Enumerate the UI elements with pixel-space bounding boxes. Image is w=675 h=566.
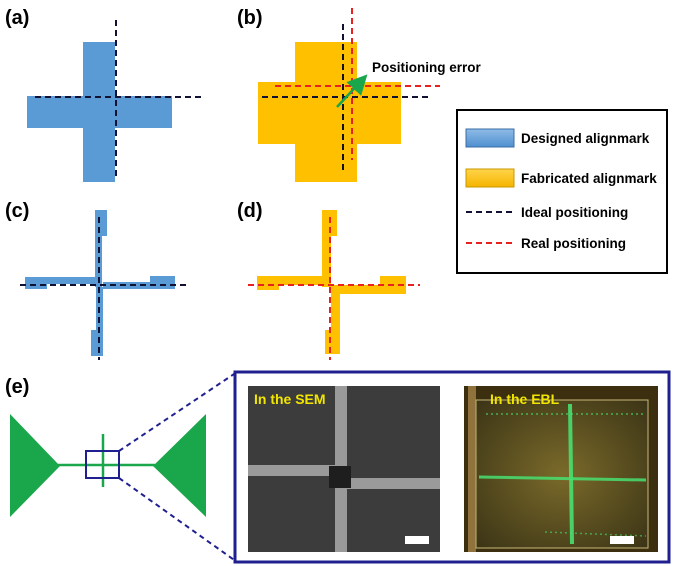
sem-scale-bar: [405, 536, 429, 544]
legend-label-designed: Designed alignmark: [521, 131, 650, 146]
ebl-image: In the EBL: [464, 386, 658, 552]
legend: Designed alignmark Fabricated alignmark …: [456, 109, 668, 274]
panel-c-label: (c): [5, 200, 29, 222]
sem-image: In the SEM: [248, 386, 440, 552]
panel-a-designed-cross: [27, 42, 172, 182]
ebl-label: In the EBL: [490, 391, 560, 407]
positioning-error-arrow: [336, 74, 368, 108]
panel-a-label: (a): [5, 7, 29, 29]
positioning-error-label: Positioning error: [372, 60, 482, 75]
zoom-line-bottom: [118, 477, 238, 563]
legend-label-ideal: Ideal positioning: [521, 205, 628, 220]
right-pad: [153, 414, 206, 517]
panel-a-ideal-lines: [35, 20, 204, 178]
panel-b-label: (b): [237, 7, 263, 29]
legend-label-real: Real positioning: [521, 236, 626, 251]
panel-e-label: (e): [5, 376, 29, 398]
sem-label: In the SEM: [254, 391, 326, 407]
panel-d-real-lines: [248, 217, 420, 360]
ebl-scale-bar: [610, 536, 634, 544]
panel-d-fabricated-cross: [257, 210, 406, 354]
zoom-box: [85, 450, 120, 479]
legend-swatch-designed: [465, 128, 515, 148]
panel-b-fabricated-cross: [258, 42, 401, 182]
legend-swatch-fabricated: [465, 168, 515, 188]
panel-c-ideal-lines: [20, 217, 187, 360]
left-pad: [10, 414, 60, 517]
zoom-line-top: [118, 371, 238, 452]
panel-d-label: (d): [237, 200, 263, 222]
panel-e-device: [10, 414, 206, 517]
legend-label-fabricated: Fabricated alignmark: [521, 171, 657, 186]
